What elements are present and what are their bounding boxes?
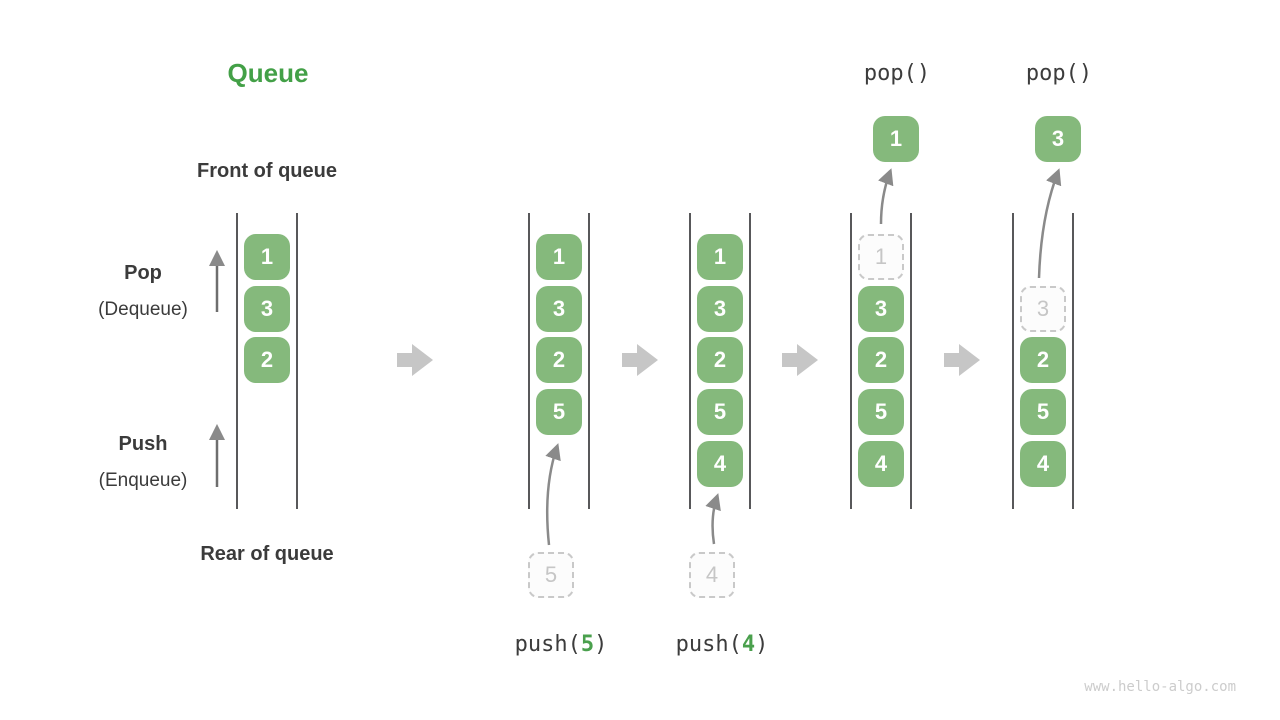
queue-item-box: 4 — [858, 441, 904, 487]
queue-column-initial — [236, 213, 298, 509]
queue-item-box: 5 — [697, 389, 743, 435]
push-op-label: Push — [118, 433, 168, 455]
push-call-label: push(4) — [675, 632, 769, 657]
watermark: www.hello-algo.com — [1084, 679, 1236, 695]
queue-item-box: 2 — [244, 337, 290, 383]
queue-column-after-pop-3 — [1012, 213, 1074, 509]
queue-column-after-push-5 — [528, 213, 590, 509]
flow-arrow-icon — [782, 344, 818, 376]
push-arg: 4 — [741, 632, 756, 657]
queue-item-box: 5 — [858, 389, 904, 435]
push-arrow-icon — [705, 493, 721, 545]
queue-item-box: 3 — [697, 286, 743, 332]
queue-item-box: 2 — [1020, 337, 1066, 383]
queue-column-after-push-4 — [689, 213, 751, 509]
queue-item-box: 4 — [1020, 441, 1066, 487]
enqueue-label: (Enqueue) — [98, 470, 188, 491]
queue-item-box: 5 — [536, 389, 582, 435]
push-arg: 5 — [580, 632, 595, 657]
pop-arrow-icon — [1037, 168, 1062, 279]
pop-call-label: pop() — [863, 61, 931, 86]
push-source-box: 4 — [689, 552, 735, 598]
queue-item-box: 1 — [697, 234, 743, 280]
queue-column-after-pop-1 — [850, 213, 912, 509]
flow-arrow-icon — [944, 344, 980, 376]
dequeue-label: (Dequeue) — [98, 299, 188, 320]
pop-op-label: Pop — [124, 262, 162, 284]
rear-of-queue-label: Rear of queue — [200, 543, 334, 565]
front-of-queue-label: Front of queue — [197, 160, 337, 182]
pop-call-label: pop() — [1025, 61, 1093, 86]
queue-item-box: 1 — [858, 234, 904, 280]
page-title: Queue — [227, 58, 309, 88]
popped-item-box: 1 — [873, 116, 919, 162]
push-arrow-icon — [545, 443, 561, 546]
flow-arrow-icon — [622, 344, 658, 376]
queue-item-box: 2 — [536, 337, 582, 383]
queue-item-box: 1 — [244, 234, 290, 280]
queue-item-box: 4 — [697, 441, 743, 487]
queue-item-box: 3 — [536, 286, 582, 332]
push-source-box: 5 — [528, 552, 574, 598]
queue-item-box: 3 — [858, 286, 904, 332]
queue-item-box: 2 — [858, 337, 904, 383]
queue-item-box: 5 — [1020, 389, 1066, 435]
pop-arrow-icon — [878, 168, 894, 225]
queue-item-box: 2 — [697, 337, 743, 383]
queue-item-box: 3 — [244, 286, 290, 332]
push-call-label: push(5) — [514, 632, 608, 657]
queue-item-box: 1 — [536, 234, 582, 280]
queue-item-box: 3 — [1020, 286, 1066, 332]
popped-item-box: 3 — [1035, 116, 1081, 162]
flow-arrow-icon — [397, 344, 433, 376]
